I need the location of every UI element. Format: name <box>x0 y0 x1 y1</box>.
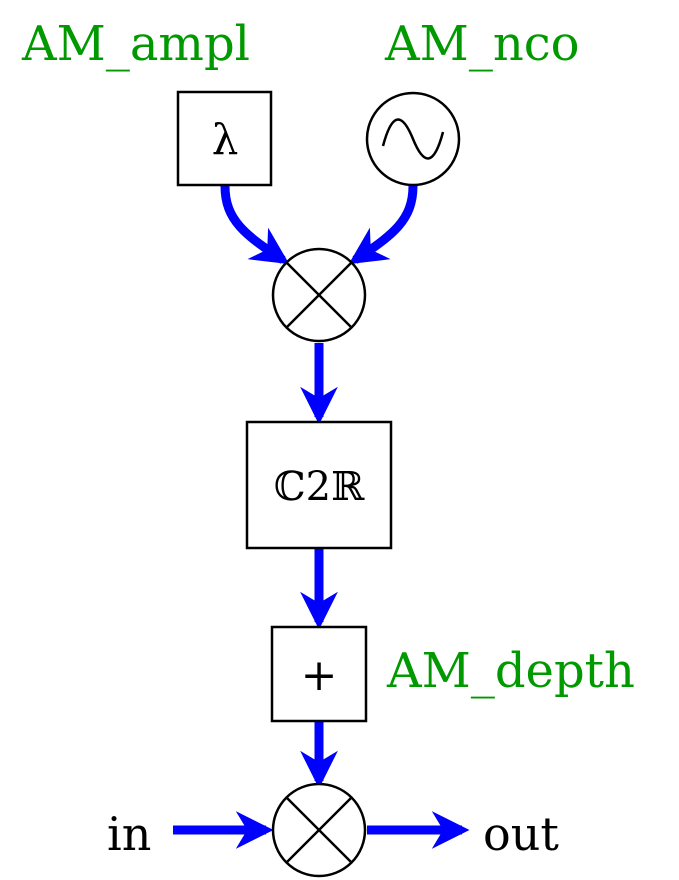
arrow-nco-to-multiplier <box>348 185 418 265</box>
label-input: in <box>107 807 151 861</box>
add-symbol: + <box>301 650 338 701</box>
label-am-depth: AM_depth <box>386 643 635 699</box>
adder-block: + <box>270 625 368 723</box>
label-output: out <box>483 807 559 861</box>
amplitude-block: λ <box>176 90 273 187</box>
sine-wave-icon <box>381 118 445 160</box>
nco-block <box>365 91 461 187</box>
circle-cross-icon <box>285 261 353 329</box>
circle-cross-icon <box>285 796 353 864</box>
label-am-nco: AM_nco <box>384 16 580 72</box>
amplitude-symbol: λ <box>212 115 239 164</box>
c2r-block: ℂ2ℝ <box>245 420 393 550</box>
label-am-ampl: AM_ampl <box>21 16 250 72</box>
multiplier-top <box>271 247 367 343</box>
multiplier-bottom <box>271 782 367 878</box>
arrow-ampl-to-multiplier <box>220 185 290 265</box>
c2r-symbol: ℂ2ℝ <box>274 464 365 510</box>
